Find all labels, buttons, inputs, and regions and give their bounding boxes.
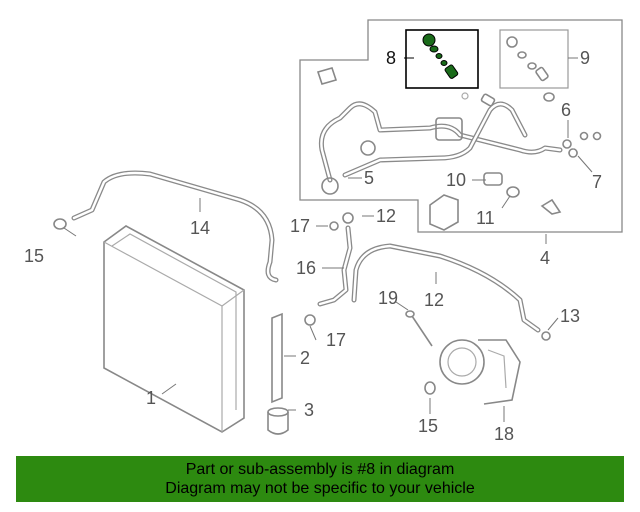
callout-4[interactable]: 4 (540, 248, 550, 268)
part-3-drier[interactable] (267, 407, 289, 435)
part-9-box (499, 29, 569, 89)
callout-5[interactable]: 5 (364, 168, 374, 188)
callout-14[interactable]: 14 (190, 218, 210, 238)
part-2-seal-strip[interactable] (271, 312, 283, 404)
callout-3[interactable]: 3 (304, 400, 314, 420)
callout-18[interactable]: 18 (494, 424, 514, 444)
callout-11[interactable]: 11 (476, 208, 495, 228)
part-15-seal-left[interactable] (53, 218, 67, 230)
callout-19[interactable]: 19 (378, 288, 398, 308)
part-10-switch[interactable] (483, 172, 503, 186)
part-8-highlight-box[interactable] (405, 29, 479, 89)
part-15-seal-bottom[interactable] (424, 381, 436, 395)
part-6-seal (562, 139, 572, 149)
part-11-oring[interactable] (506, 186, 520, 198)
callout-8[interactable]: 8 (386, 48, 396, 68)
callout-2[interactable]: 2 (300, 348, 310, 368)
part-13-seal-top[interactable] (342, 212, 354, 224)
clip (316, 67, 338, 85)
callout-12[interactable]: 12 (424, 290, 444, 310)
part-17-seal-top[interactable] (329, 221, 339, 231)
part-1-condenser[interactable] (103, 225, 245, 433)
callout-13-right[interactable]: 13 (560, 306, 580, 326)
parts-diagram: 8 9 6 7 5 10 11 4 12 17 14 15 16 12 19 1… (24, 19, 623, 444)
callout-6[interactable]: 6 (561, 100, 571, 120)
part-18-compressor[interactable] (439, 339, 521, 405)
callout-13-top[interactable]: 12 (376, 206, 396, 226)
part-7-seal (568, 148, 578, 158)
callout-7[interactable]: 7 (592, 172, 602, 192)
part-13-seal-right[interactable] (541, 331, 551, 341)
callout-17-bottom[interactable]: 17 (326, 330, 346, 350)
part-9-valve (506, 36, 549, 82)
info-banner: Part or sub-assembly is #8 in diagram Di… (16, 456, 624, 502)
callout-15-left[interactable]: 15 (24, 246, 44, 266)
pipe-block (435, 117, 463, 141)
mount-bracket (429, 194, 459, 231)
callout-15-bottom[interactable]: 15 (418, 416, 438, 436)
subassembly-outline (299, 19, 623, 233)
callout-1[interactable]: 1 (146, 388, 156, 408)
part-19-bolt[interactable] (411, 315, 433, 347)
part-8-valve-core[interactable] (422, 33, 459, 79)
callout-16[interactable]: 16 (296, 258, 316, 278)
callout-17-top[interactable]: 17 (290, 216, 310, 236)
banner-line-2: Diagram may not be specific to your vehi… (165, 480, 475, 497)
callout-10[interactable]: 10 (446, 170, 466, 190)
callout-9[interactable]: 9 (580, 48, 590, 68)
banner-line-1: Part or sub-assembly is #8 in diagram (185, 461, 455, 478)
clip-right (540, 198, 562, 215)
leader-lines (63, 120, 593, 422)
part-17-seal-bottom[interactable] (304, 314, 316, 326)
